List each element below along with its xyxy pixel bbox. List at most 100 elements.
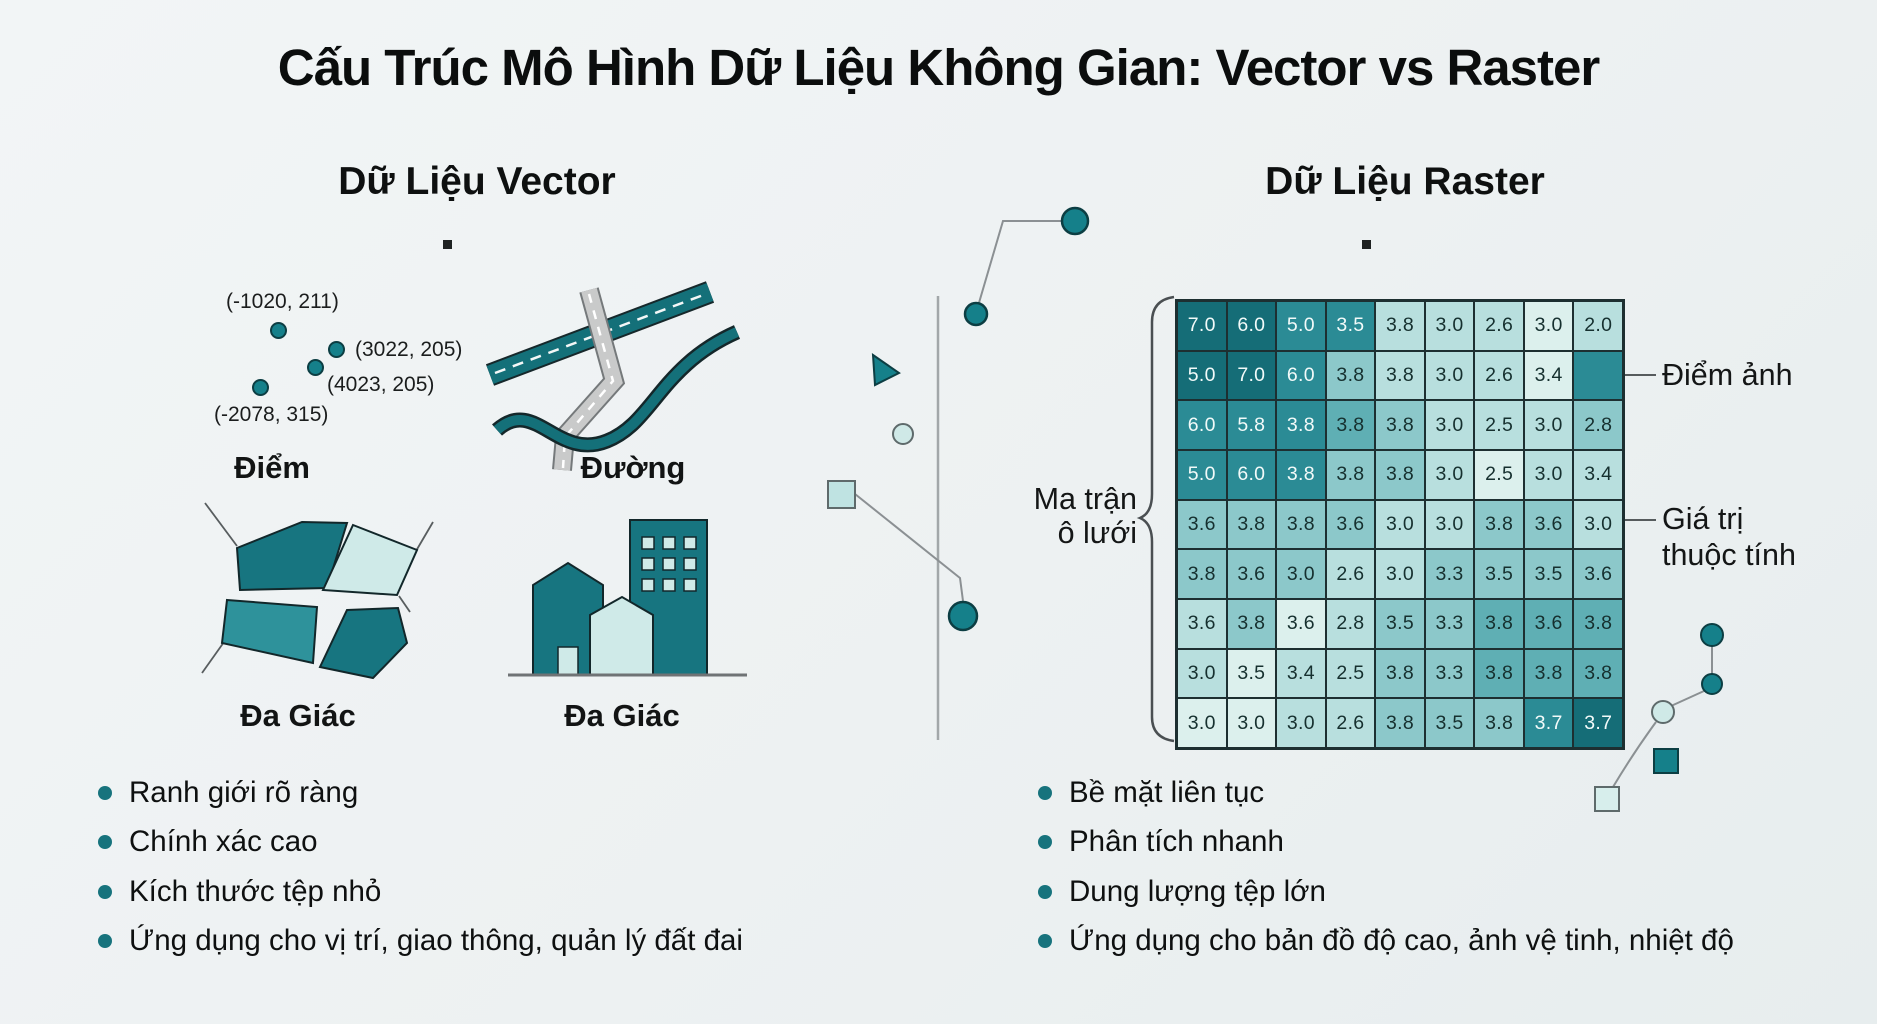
grid-cell: 3.7 xyxy=(1573,698,1623,748)
grid-cell: 3.0 xyxy=(1177,648,1227,699)
grid-cell: 3.0 xyxy=(1424,400,1475,450)
grid-cell: 3.6 xyxy=(1523,599,1574,649)
grid-cell: 3.8 xyxy=(1523,648,1574,699)
grid-cell: 2.5 xyxy=(1474,400,1524,450)
pixel-label: Điểm ảnh xyxy=(1662,358,1793,392)
buildings-label: Đa Giác xyxy=(564,698,680,733)
grid-cell: 3.0 xyxy=(1424,350,1475,401)
point-coordinate: (3022, 205) xyxy=(355,338,463,361)
grid-cell: 3.5 xyxy=(1226,648,1277,699)
grid-cell: 6.0 xyxy=(1226,301,1277,351)
polygons-illustration-icon xyxy=(201,502,434,680)
attribute-value-label: Giá trị thuộc tính xyxy=(1662,501,1796,573)
grid-cell: 3.3 xyxy=(1424,549,1475,599)
bullet-dot-icon xyxy=(1038,884,1052,899)
matrix-label: Ma trận ô lưới xyxy=(955,482,1137,550)
grid-cell: 7.0 xyxy=(1226,350,1277,401)
grid-cell: 2.6 xyxy=(1474,350,1524,401)
grid-cell: 3.0 xyxy=(1375,549,1425,599)
grid-cell: 3.8 xyxy=(1474,499,1524,550)
bullet-item: Bề mặt liên tục xyxy=(1038,768,1734,818)
bullet-text: Kích thước tệp nhỏ xyxy=(129,874,382,908)
point-coordinate: (-2078, 315) xyxy=(214,403,329,426)
grid-cell: 3.8 xyxy=(1177,549,1227,599)
bullet-dot-icon xyxy=(1038,934,1052,949)
grid-cell: 3.5 xyxy=(1523,549,1574,599)
bullet-text: Ứng dụng cho vị trí, giao thông, quản lý… xyxy=(129,924,743,958)
grid-cell: 2.6 xyxy=(1474,301,1524,351)
vector-heading: Dữ Liệu Vector xyxy=(338,160,616,203)
bullet-item: Ranh giới rõ ràng xyxy=(98,768,743,818)
grid-cell: 3.8 xyxy=(1276,450,1326,500)
point-coordinate: (4023, 205) xyxy=(327,373,435,396)
grid-cell xyxy=(1573,350,1623,401)
grid-cell: 3.6 xyxy=(1177,499,1227,550)
grid-cell: 3.4 xyxy=(1573,450,1623,500)
grid-cell: 3.6 xyxy=(1573,549,1623,599)
grid-cell: 3.8 xyxy=(1474,698,1524,748)
grid-cell: 3.5 xyxy=(1424,698,1475,748)
bullet-dot-icon xyxy=(98,835,112,850)
grid-cell: 3.0 xyxy=(1276,549,1326,599)
node-chain-top-icon xyxy=(963,206,1090,327)
bullet-text: Bề mặt liên tục xyxy=(1069,775,1265,809)
grid-cell: 2.0 xyxy=(1573,301,1623,351)
grid-cell: 2.5 xyxy=(1474,450,1524,500)
matrix-brace xyxy=(1136,295,1175,743)
bullet-item: Ứng dụng cho vị trí, giao thông, quản lý… xyxy=(98,917,743,967)
grid-cell: 3.4 xyxy=(1523,350,1574,401)
grid-cell: 3.6 xyxy=(1523,499,1574,550)
bullet-item: Kích thước tệp nhỏ xyxy=(98,867,743,917)
grid-cell: 3.8 xyxy=(1474,599,1524,649)
grid-cell: 5.0 xyxy=(1177,350,1227,401)
grid-cell: 3.8 xyxy=(1375,400,1425,450)
grid-cell: 3.0 xyxy=(1226,698,1277,748)
grid-cell: 6.0 xyxy=(1226,450,1277,500)
points-label: Điểm xyxy=(234,450,310,485)
buildings-illustration-icon xyxy=(508,519,747,677)
point-dot-icon xyxy=(328,341,345,358)
lines-label: Đường xyxy=(580,450,686,485)
grid-cell: 3.0 xyxy=(1424,499,1475,550)
raster-heading: Dữ Liệu Raster xyxy=(1265,160,1545,203)
grid-cell: 3.8 xyxy=(1573,648,1623,699)
grid-cell: 3.5 xyxy=(1325,301,1376,351)
grid-cell: 3.7 xyxy=(1523,698,1574,748)
grid-cell: 3.6 xyxy=(1276,599,1326,649)
grid-cell: 3.8 xyxy=(1325,400,1376,450)
small-square-mark xyxy=(1362,240,1371,249)
bullet-item: Dung lượng tệp lớn xyxy=(1038,867,1734,917)
bullet-dot-icon xyxy=(1038,785,1052,800)
small-square-mark xyxy=(443,240,452,249)
grid-cell: 6.0 xyxy=(1177,400,1227,450)
light-circle-icon xyxy=(892,423,914,445)
grid-cell: 2.6 xyxy=(1325,549,1376,599)
grid-cell: 3.6 xyxy=(1226,549,1277,599)
grid-cell: 3.6 xyxy=(1177,599,1227,649)
node-chain-bottom-icon xyxy=(1594,623,1724,812)
bullet-item: Phân tích nhanh xyxy=(1038,818,1734,868)
bullet-dot-icon xyxy=(1038,835,1052,850)
grid-cell: 3.3 xyxy=(1424,648,1475,699)
grid-cell: 3.8 xyxy=(1573,599,1623,649)
bullet-item: Ứng dụng cho bản đồ độ cao, ảnh vệ tinh,… xyxy=(1038,917,1734,967)
grid-cell: 2.8 xyxy=(1325,599,1376,649)
grid-cell: 2.8 xyxy=(1573,400,1623,450)
point-dot-icon xyxy=(307,359,324,376)
attribute-value-line2: thuộc tính xyxy=(1662,538,1796,572)
grid-cell: 3.8 xyxy=(1375,301,1425,351)
bullet-text: Phân tích nhanh xyxy=(1069,825,1284,859)
grid-cell: 3.8 xyxy=(1375,350,1425,401)
grid-cell: 3.8 xyxy=(1276,499,1326,550)
grid-cell: 3.8 xyxy=(1226,499,1277,550)
grid-cell: 6.0 xyxy=(1276,350,1326,401)
grid-cell: 3.8 xyxy=(1325,450,1376,500)
point-dot-icon xyxy=(252,379,269,396)
point-dot-icon xyxy=(270,322,287,339)
matrix-label-line2: ô lưới xyxy=(1057,516,1137,550)
matrix-label-line1: Ma trận xyxy=(1033,482,1137,516)
